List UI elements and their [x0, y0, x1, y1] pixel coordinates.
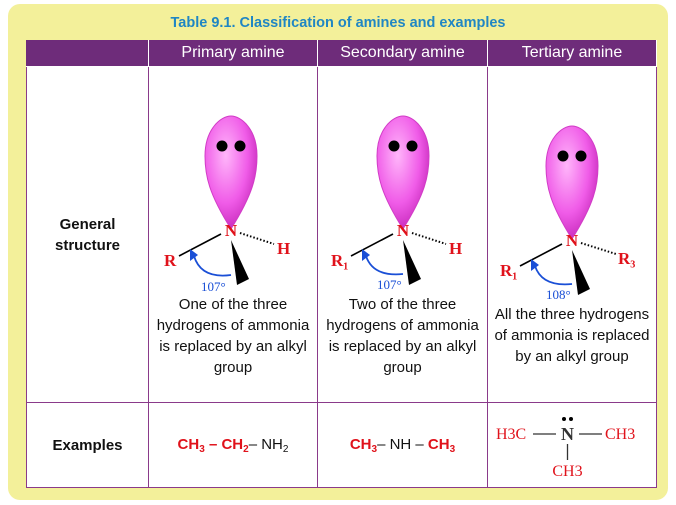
nitrogen-atom-label: N [396, 221, 409, 240]
bond-angle-arc [364, 255, 403, 275]
row-label-general-structure: General structure [26, 66, 149, 403]
substituent-bottom: H [235, 291, 248, 294]
methyl-right: CH3 [605, 426, 635, 443]
example-primary: CH3 – CH2– NH2 [148, 402, 318, 488]
bond-angle-arc [534, 265, 573, 286]
cell-primary-structure: N R H H 107° One of the three hydrogens … [148, 66, 318, 403]
structure-row: General structure N R H H [26, 66, 657, 403]
tertiary-description: All the three hydrogens of ammonia is re… [494, 306, 650, 365]
substituent-right: H [449, 239, 462, 258]
bond-left [178, 232, 222, 257]
arc-arrowhead [361, 248, 370, 261]
primary-amine-structure: N R H H 107° [164, 114, 290, 294]
lone-pair-lobe [375, 114, 430, 230]
substituent-left: R [164, 251, 177, 270]
amine-classification-table: Primary amine Secondary amine Tertiary a… [26, 40, 657, 488]
lone-pair-electron [388, 140, 399, 151]
bond-right-hashed [239, 231, 275, 245]
tertiary-amine-structure: N R₁ R₃ R₂ 108° [500, 125, 635, 304]
bond-left [519, 243, 563, 267]
bond-angle-label: 107° [201, 279, 226, 294]
header-primary: Primary amine [148, 40, 318, 67]
header-secondary: Secondary amine [317, 40, 488, 67]
substituent-right: R₃ [618, 249, 635, 268]
lone-pair-electron [557, 150, 569, 162]
lone-pair-electron [562, 417, 566, 421]
nitrogen-atom-label: N [566, 231, 579, 250]
bond-bottom-wedge [402, 239, 421, 285]
table-title: Table 9.1. Classification of amines and … [170, 15, 506, 31]
bond-bottom-wedge [572, 250, 590, 295]
arc-arrowhead [531, 259, 539, 271]
lone-pair-electron [234, 140, 246, 151]
examples-row: Examples CH3 – CH2– NH2 CH3– NH – CH3 H3… [26, 402, 657, 488]
nitrogen-atom-label: N [561, 424, 574, 444]
substituent-left: R₁ [500, 261, 517, 280]
bond-right-hashed [411, 231, 446, 245]
trimethylamine-structure: H3C N CH3 CH3 [496, 417, 635, 480]
bond-left [350, 232, 393, 257]
bond-right-hashed [580, 242, 617, 255]
row-label-examples: Examples [26, 402, 149, 488]
header-tertiary: Tertiary amine [487, 40, 657, 67]
methyl-bottom: CH3 [552, 463, 582, 480]
bond-angle-label: 107° [377, 277, 402, 292]
substituent-bottom: R₂ [578, 301, 595, 304]
lone-pair-electron [406, 140, 417, 151]
substituent-bottom: R₂ [409, 291, 426, 294]
methyl-left: H3C [496, 426, 526, 443]
bond-bottom-wedge [231, 239, 249, 285]
secondary-amine-structure: N R₁ H R₂ 107° [331, 114, 462, 294]
lone-pair-electron [216, 140, 228, 151]
header-row: Primary amine Secondary amine Tertiary a… [26, 40, 657, 67]
cell-tertiary-structure: N R₁ R₃ R₂ 108° All the three hydrogens … [487, 66, 657, 403]
primary-description: One of the three hydrogens of ammonia is… [156, 295, 310, 376]
secondary-description: Two of the three hydrogens of ammonia is… [326, 295, 479, 376]
nitrogen-atom-label: N [225, 221, 238, 240]
lone-pair-electron [575, 150, 587, 162]
bond-angle-arc [193, 255, 232, 276]
substituent-right: H [277, 239, 290, 258]
lone-pair-electron [569, 417, 573, 421]
arc-arrowhead [190, 248, 198, 261]
bond-angle-label: 108° [546, 287, 571, 302]
cell-secondary-structure: N R₁ H R₂ 107° Two of the three hydrogen… [317, 66, 488, 403]
lone-pair-lobe [204, 114, 258, 230]
lone-pair-lobe [545, 125, 599, 240]
header-corner [26, 40, 149, 67]
example-secondary: CH3– NH – CH3 [317, 402, 488, 488]
substituent-left: R₁ [331, 251, 348, 270]
example-tertiary: H3C N CH3 CH3 [487, 402, 657, 488]
